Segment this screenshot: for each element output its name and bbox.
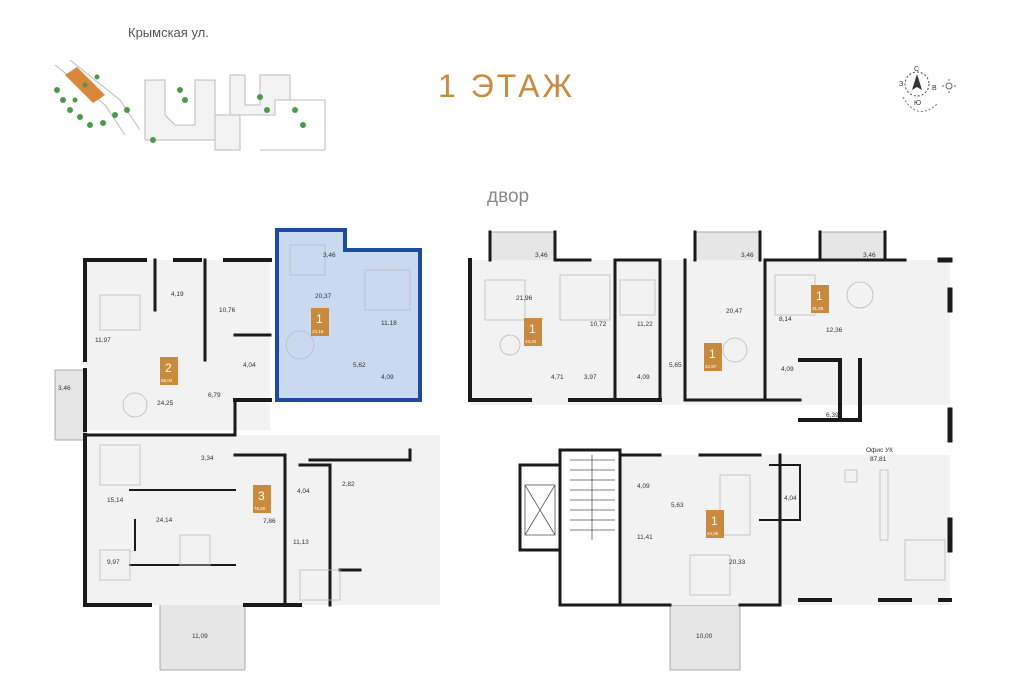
area-labels-apt-g: 4,09 5,63 11,41 20,33 10,00 4,04 — [637, 483, 797, 640]
area-label: 5,65 — [669, 362, 682, 369]
rooms-count: 3 — [258, 489, 265, 503]
area-label: 3,46 — [535, 252, 548, 259]
area-label: 10,00 — [696, 633, 713, 640]
area-label: 4,09 — [637, 374, 650, 381]
area-label: 11,18 — [381, 320, 397, 327]
compass-north: С — [914, 66, 919, 73]
area-label: 5,62 — [353, 362, 366, 369]
apartment-total-area: 65,04 — [161, 378, 173, 383]
apartment-f-badge[interactable]: 3 76,90 — [253, 485, 271, 513]
apartment-total-area: 76,90 — [254, 506, 266, 511]
walls — [83, 230, 953, 607]
area-label: 11,22 — [637, 321, 653, 328]
apartment-total-area: 42,87 — [705, 364, 717, 369]
area-label: 2,82 — [342, 481, 355, 488]
area-label: 4,19 — [171, 291, 184, 298]
area-label: 20,33 — [729, 559, 746, 566]
area-label: 21,96 — [516, 295, 533, 302]
floor-title: 1 ЭТАЖ — [438, 68, 576, 104]
apartment-a-badge[interactable]: 2 65,04 — [160, 357, 178, 385]
area-label: 5,63 — [671, 502, 684, 509]
apartment-b-badge[interactable]: 1 42,16 — [311, 308, 329, 336]
apartment-g-badge[interactable]: 1 44,86 — [706, 510, 724, 538]
area-label: 10,72 — [590, 321, 607, 328]
area-label: 11,41 — [637, 534, 653, 541]
site-plan-minimap — [54, 59, 326, 151]
area-label: 24,25 — [157, 400, 174, 407]
street-name: Крымская ул. — [128, 25, 209, 40]
area-label: 3,46 — [741, 252, 754, 259]
area-label: 12,36 — [826, 327, 843, 334]
area-labels-apt-c: 3,46 21,96 10,72 4,71 3,97 — [516, 252, 607, 381]
apartment-total-area: 31,86 — [812, 306, 824, 311]
rooms-count: 1 — [816, 289, 823, 303]
apartment-total-area: 42,16 — [312, 329, 324, 334]
area-labels-apt-e: 3,46 8,14 12,36 4,09 6,39 — [779, 252, 876, 419]
area-label: 7,86 — [263, 518, 276, 525]
area-label: 6,39 — [826, 412, 839, 419]
area-label: 3,34 — [201, 455, 214, 462]
office-name: Офис УК — [866, 447, 893, 454]
terrace-left-label: 3,46 — [58, 385, 71, 392]
area-label: 10,76 — [219, 307, 236, 314]
area-label: 6,79 — [208, 392, 221, 399]
apartment-total-area: 43,40 — [525, 339, 537, 344]
compass-south: Ю — [914, 100, 921, 107]
area-label: 20,37 — [315, 293, 332, 300]
apartment-b-selected[interactable] — [275, 228, 422, 402]
area-label: 11,13 — [293, 539, 309, 546]
site-buildings — [54, 59, 326, 151]
furniture — [99, 244, 946, 601]
floor-plan: 4,19 10,76 11,97 24,25 6,79 4,04 3,46 20… — [54, 228, 953, 671]
area-label: 11,97 — [95, 337, 111, 344]
compass-west: З — [899, 81, 903, 88]
area-label: 9,97 — [107, 559, 120, 566]
area-label: 4,04 — [243, 362, 256, 369]
apartment-total-area: 44,86 — [707, 531, 719, 536]
compass-east: В — [932, 85, 937, 92]
area-label: 20,47 — [726, 308, 743, 315]
area-label: 24,14 — [156, 517, 173, 524]
area-label: 3,46 — [323, 252, 336, 259]
area-label: 4,04 — [297, 488, 310, 495]
apartment-c-badge[interactable]: 1 43,40 — [524, 318, 542, 346]
area-label: 4,09 — [781, 366, 794, 373]
area-labels-apt-d: 3,46 11,22 20,47 4,09 5,65 — [637, 252, 754, 381]
building-fill — [85, 260, 950, 605]
stairs — [524, 455, 615, 540]
area-label: 15,14 — [107, 497, 124, 504]
apartment-e-badge[interactable]: 1 31,86 — [811, 285, 829, 313]
area-label: 11,09 — [192, 633, 208, 640]
rooms-count: 1 — [711, 514, 718, 528]
area-label: 3,46 — [863, 252, 876, 259]
area-labels-apt-b: 3,46 20,37 11,18 5,62 4,09 — [315, 252, 397, 381]
apartment-d-badge[interactable]: 1 42,87 — [704, 343, 722, 371]
terraces — [54, 231, 886, 671]
rooms-count: 2 — [165, 361, 172, 375]
yard-label: двор — [487, 186, 530, 207]
rooms-count: 1 — [709, 347, 716, 361]
area-labels-apt-a: 4,19 10,76 11,97 24,25 6,79 4,04 — [95, 291, 256, 407]
rooms-count: 1 — [529, 322, 536, 336]
rooms-count: 1 — [316, 312, 323, 326]
area-labels-apt-f: 3,34 15,14 24,14 9,97 7,86 4,04 2,82 11,… — [107, 455, 355, 640]
trees — [54, 74, 306, 143]
area-label: 3,97 — [584, 374, 597, 381]
area-label: 4,04 — [784, 495, 797, 502]
office-area: 87,81 — [870, 456, 887, 463]
area-label: 4,71 — [551, 374, 564, 381]
area-label: 8,14 — [779, 316, 792, 323]
area-label: 4,09 — [381, 374, 394, 381]
area-label: 4,09 — [637, 483, 650, 490]
compass-icon: С З В Ю — [899, 66, 956, 112]
